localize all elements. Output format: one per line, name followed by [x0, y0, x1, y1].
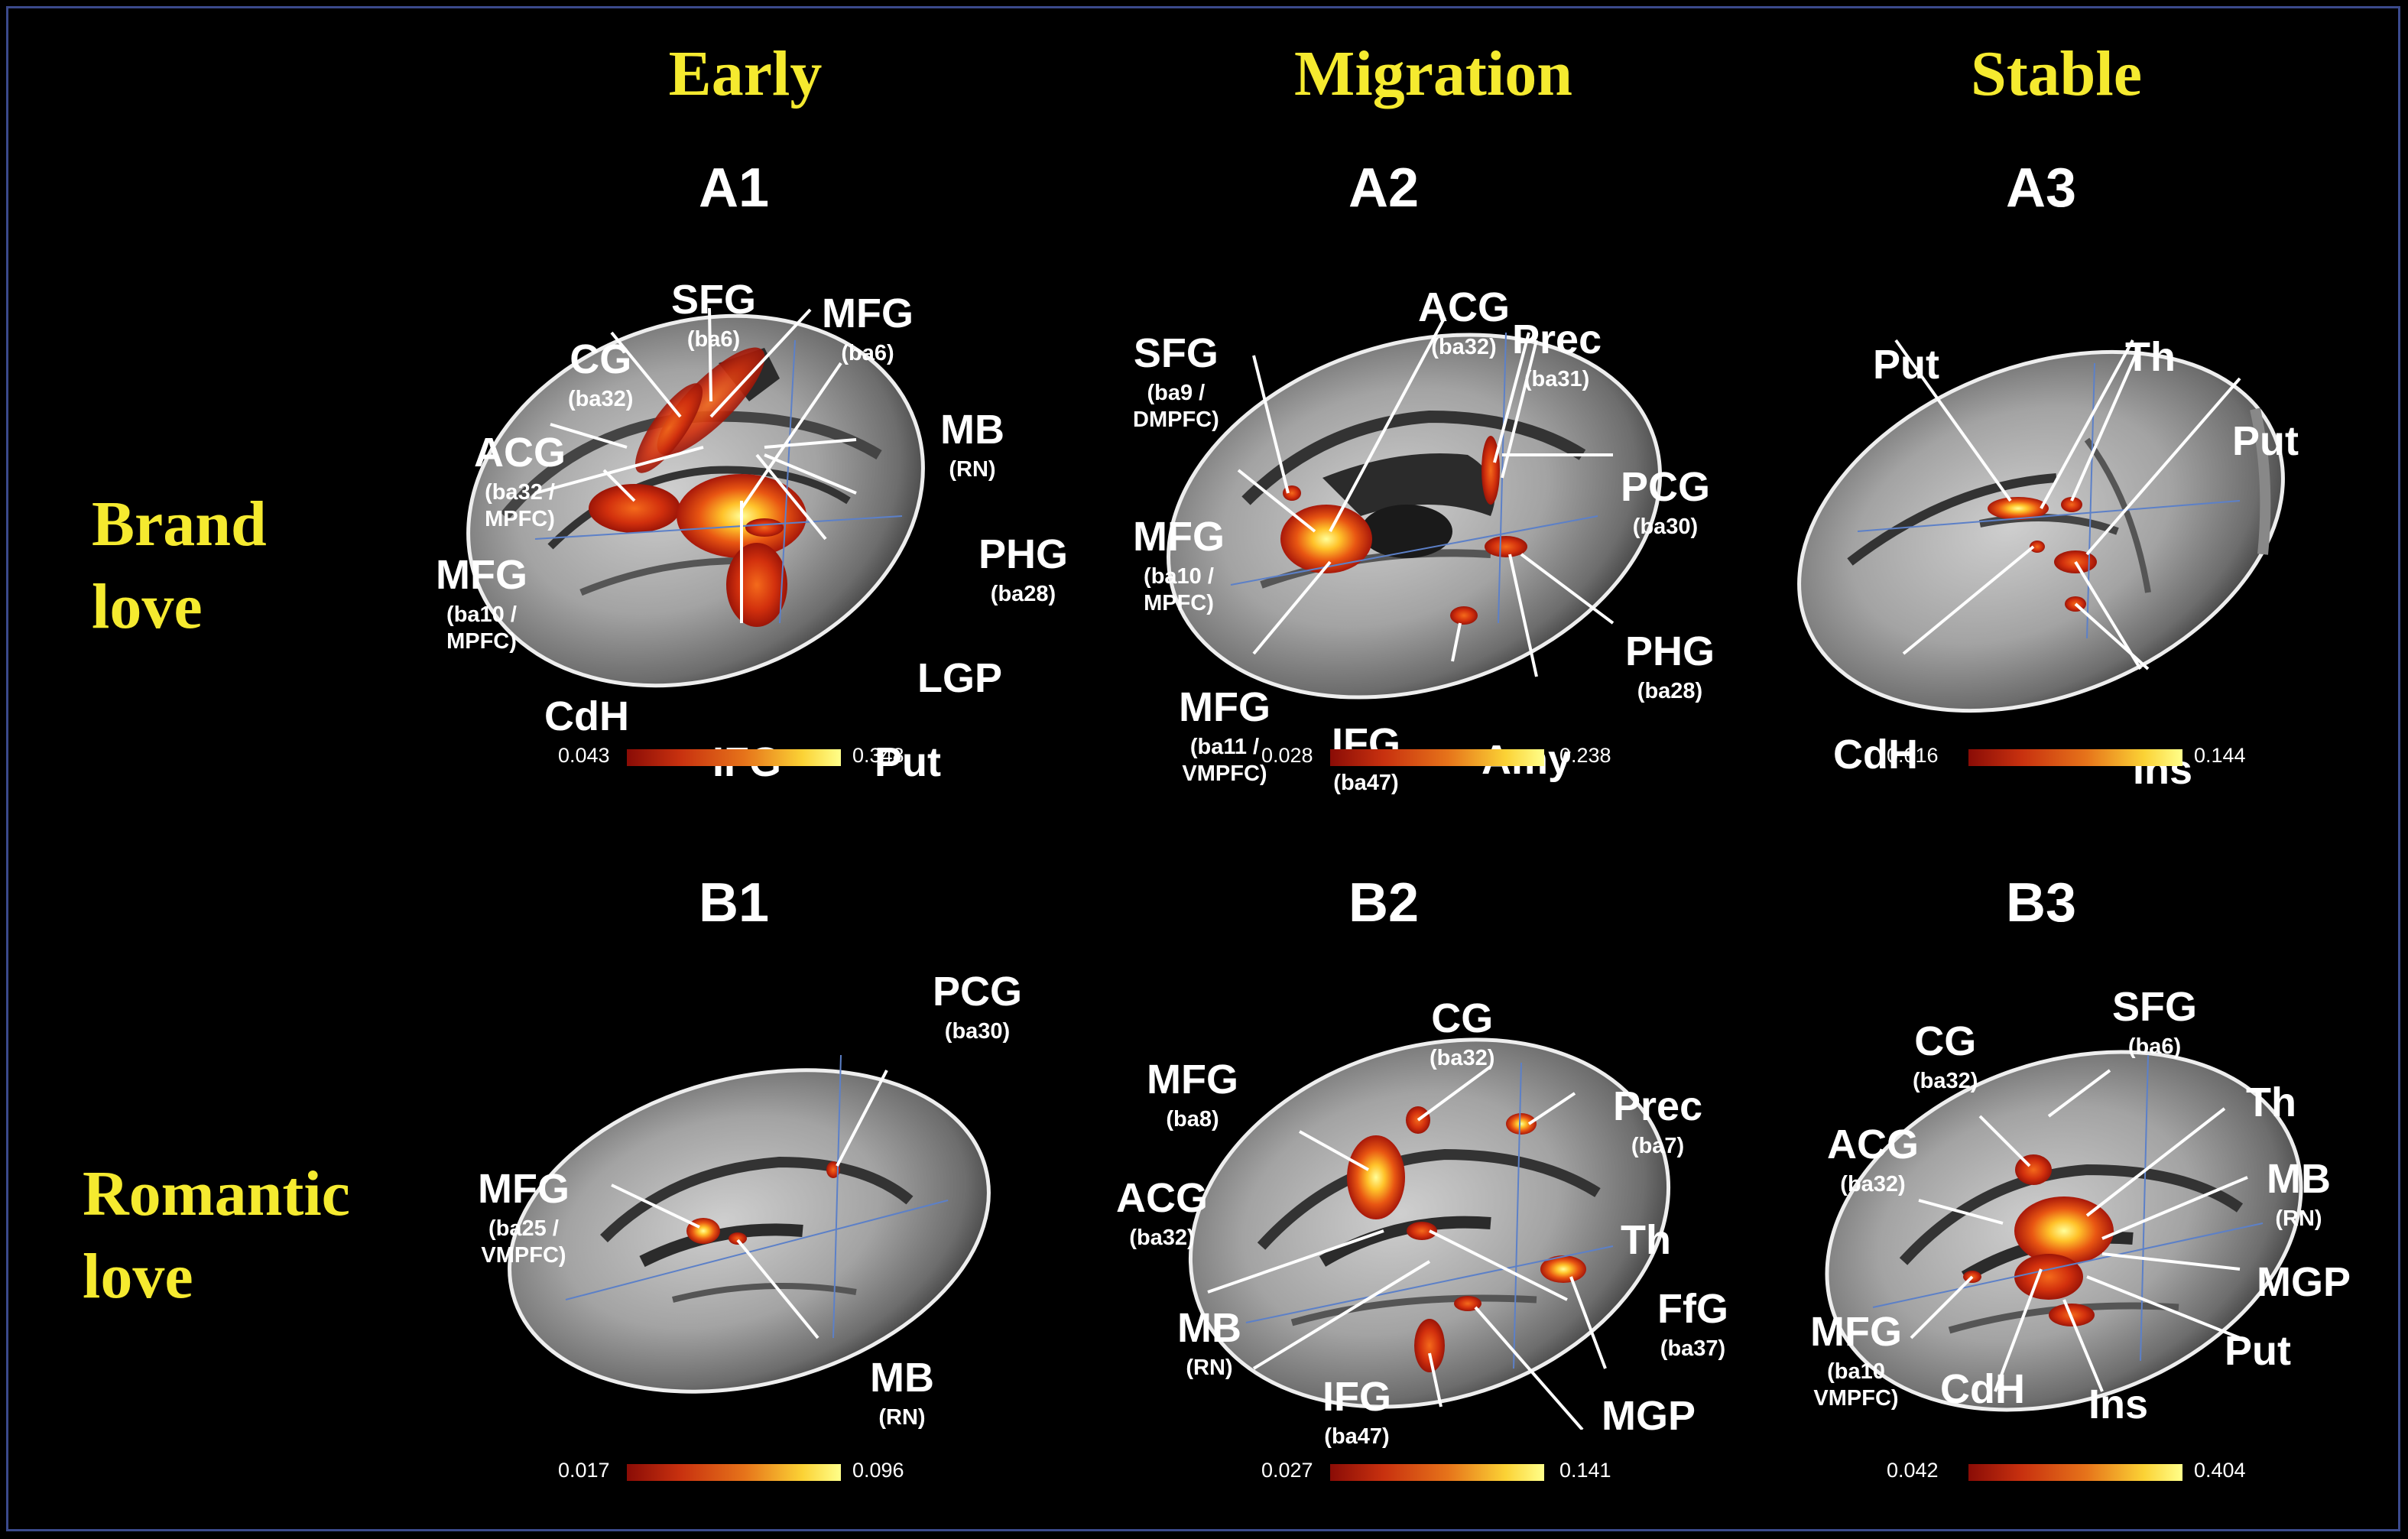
column-header-migration: Migration: [1294, 38, 1572, 109]
brain-image: [1188, 1037, 1671, 1430]
scale-max: 0.238: [1559, 744, 1611, 767]
label-mfg-ba6: MFG(ba6): [822, 291, 914, 365]
scale-max: 0.141: [1559, 1459, 1611, 1482]
label-th: Th: [1621, 1217, 1671, 1263]
label-cg: CG(ba32): [1430, 995, 1495, 1070]
label-mfg: MFG(ba10 VMPFC): [1810, 1309, 1902, 1411]
label-put: Put: [2225, 1328, 2291, 1374]
figure-frame: [6, 6, 2400, 1531]
brain-image: [1825, 1050, 2303, 1412]
label-sfg: SFG(ba6): [671, 277, 757, 352]
panel-title: B1: [698, 872, 770, 933]
panel-a3: A3 Put Th Put CdH Ins 0.016 0.144: [1659, 157, 2408, 799]
label-mb: MB(RN): [870, 1355, 934, 1430]
scale-max: 0.144: [2194, 744, 2246, 767]
label-put: Put: [875, 739, 941, 785]
label-th: Th: [2246, 1080, 2296, 1125]
label-acg: ACG(ba32): [1116, 1175, 1208, 1250]
label-lgp: LGP: [917, 655, 1003, 701]
row-header-romantic-love: Romantic love: [83, 1153, 350, 1318]
label-phg: PHG(ba28): [1625, 628, 1715, 703]
label-ins: Ins: [2088, 1382, 2149, 1427]
label-th: Th: [2125, 334, 2176, 380]
label-ffg: FfG(ba37): [1657, 1286, 1728, 1361]
column-header-early: Early: [668, 38, 823, 109]
scale-min: 0.027: [1261, 1459, 1313, 1482]
label-mb: MB(RN): [2267, 1156, 2331, 1231]
colorbar: [1330, 749, 1544, 766]
label-mfg-ba11: MFG(ba11 / VMPFC): [1179, 684, 1271, 786]
label-mgp: MGP: [1602, 1393, 1696, 1439]
label-mfg: MFG(ba8): [1147, 1057, 1238, 1132]
brain-image: [1797, 339, 2285, 713]
label-acg: ACG(ba32 / MPFC): [474, 430, 566, 531]
scale-min: 0.028: [1261, 744, 1313, 767]
label-pcg: PCG(ba30): [1621, 464, 1711, 539]
label-mb: MB(RN): [1177, 1305, 1241, 1380]
scale-min: 0.017: [558, 1459, 610, 1482]
label-put: Put: [1873, 342, 1939, 388]
scale-max: 0.404: [2194, 1459, 2246, 1482]
label-mfg-ba10: MFG(ba10 / MPFC): [1133, 514, 1225, 615]
label-sfg: SFG(ba6): [2112, 984, 2198, 1059]
label-cg: CG(ba32): [1913, 1018, 1978, 1093]
row-header-line: Brand: [92, 489, 267, 560]
label-sfg: SFG(ba9 / DMPFC): [1133, 330, 1219, 432]
row-header-line: Romantic: [83, 1158, 350, 1229]
label-ifg: IFG(ba47): [1322, 1374, 1391, 1449]
panel-b1: B1 PCG(ba30) MFG(ba25 / VMPFC) MB(RN) 0.…: [352, 872, 1116, 1514]
label-pcg: PCG(ba30): [933, 969, 1023, 1044]
label-cg: CG(ba32): [568, 336, 634, 411]
label-cdh: CdH: [544, 693, 629, 739]
label-prec: Prec(ba31): [1512, 317, 1602, 391]
brain-image: [508, 1054, 991, 1394]
colorbar: [1968, 1464, 2182, 1481]
label-prec: Prec(ba7): [1613, 1083, 1703, 1158]
scale-min: 0.016: [1887, 744, 1939, 767]
row-header-line: love: [83, 1241, 193, 1312]
label-mb: MB(RN): [940, 407, 1004, 482]
colorbar: [1330, 1464, 1544, 1481]
label-cdh: CdH: [1833, 732, 1918, 778]
panel-a1: A1 SFG(ba6) MFG(ba6) CG(ba32) ACG(: [352, 157, 1116, 799]
scale-max: 0.096: [852, 1459, 904, 1482]
scale-min: 0.042: [1887, 1459, 1939, 1482]
brain-image: [466, 307, 925, 688]
panel-a2: A2 ACG(ba32) Prec(ba31) SFG(ba9 / DMPFC)…: [1001, 157, 1766, 799]
label-mfg: MFG(ba25 / VMPFC): [478, 1166, 570, 1268]
column-header-stable: Stable: [1970, 38, 2143, 109]
panel-b2: B2 CG(ba32) MFG(ba8) Prec(ba7) ACG(ba32)…: [1001, 872, 1766, 1514]
label-put-right: Put: [2232, 418, 2299, 464]
panel-title: B3: [2005, 872, 2077, 933]
brain-image: [1167, 317, 1662, 700]
panel-title: A2: [1348, 157, 1420, 219]
label-phg: PHG(ba28): [978, 531, 1069, 606]
label-mgp: MGP: [2257, 1259, 2351, 1305]
scale-min: 0.043: [558, 744, 610, 767]
label-acg: ACG(ba32): [1418, 284, 1510, 359]
panel-title: B2: [1348, 872, 1420, 933]
row-header-brand-love: Brand love: [92, 483, 267, 648]
label-cdh: CdH: [1940, 1366, 2025, 1412]
panel-title: A3: [2005, 157, 2077, 219]
row-header-line: love: [92, 571, 203, 642]
panel-b3: B3 SFG(ba6) CG(ba32) ACG(ba32) Th MB(RN)…: [1659, 872, 2408, 1514]
colorbar: [627, 1464, 841, 1481]
label-acg: ACG(ba32): [1827, 1122, 1919, 1196]
scale-max: 0.348: [852, 744, 904, 767]
colorbar: [627, 749, 841, 766]
label-mfg-ba10: MFG(ba10 / MPFC): [436, 552, 527, 654]
panel-title: A1: [698, 157, 770, 219]
colorbar: [1968, 749, 2182, 766]
